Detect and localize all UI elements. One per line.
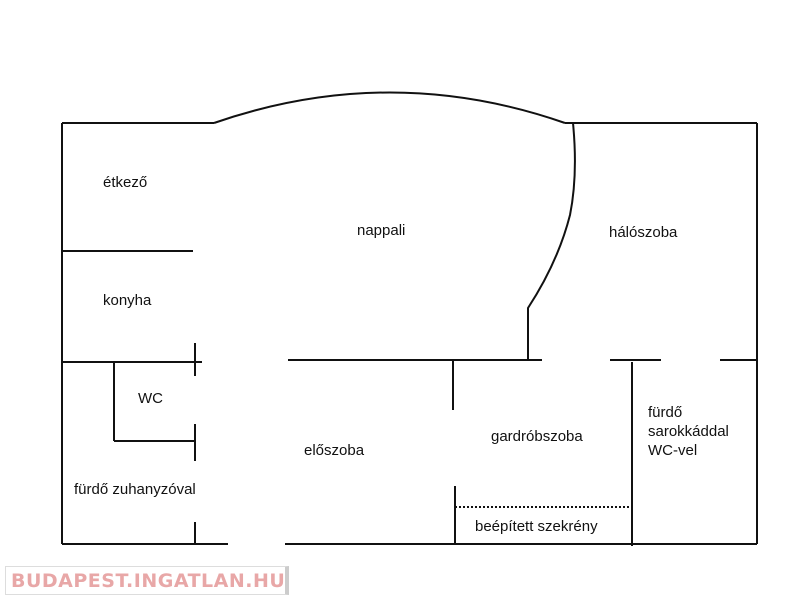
- room-label-nappali: nappali: [357, 222, 406, 239]
- room-label-furdo-1: fürdő: [648, 404, 683, 421]
- watermark-text: BUDAPEST.INGATLAN.HU: [11, 569, 286, 592]
- room-label-furdo-3: WC-vel: [648, 442, 698, 459]
- room-label-wc: WC: [138, 390, 163, 407]
- room-label-haloszoba: hálószoba: [609, 224, 678, 241]
- room-label-furdo-2: sarokkáddal: [648, 423, 729, 440]
- room-label-gardrob: gardróbszoba: [491, 428, 583, 445]
- room-label-konyha: konyha: [103, 292, 152, 309]
- curved-wall: [527, 122, 576, 360]
- room-label-etkezo: étkező: [103, 174, 148, 191]
- room-label-eloszoba: előszoba: [304, 442, 365, 459]
- outer-wall-bay-curve: [213, 91, 566, 124]
- room-label-szekreny: beépített szekrény: [475, 518, 598, 535]
- room-label-furdo-zuhany: fürdő zuhanyzóval: [74, 481, 196, 498]
- walls: [61, 91, 758, 546]
- watermark-logo: BUDAPEST.INGATLAN.HU: [5, 566, 289, 595]
